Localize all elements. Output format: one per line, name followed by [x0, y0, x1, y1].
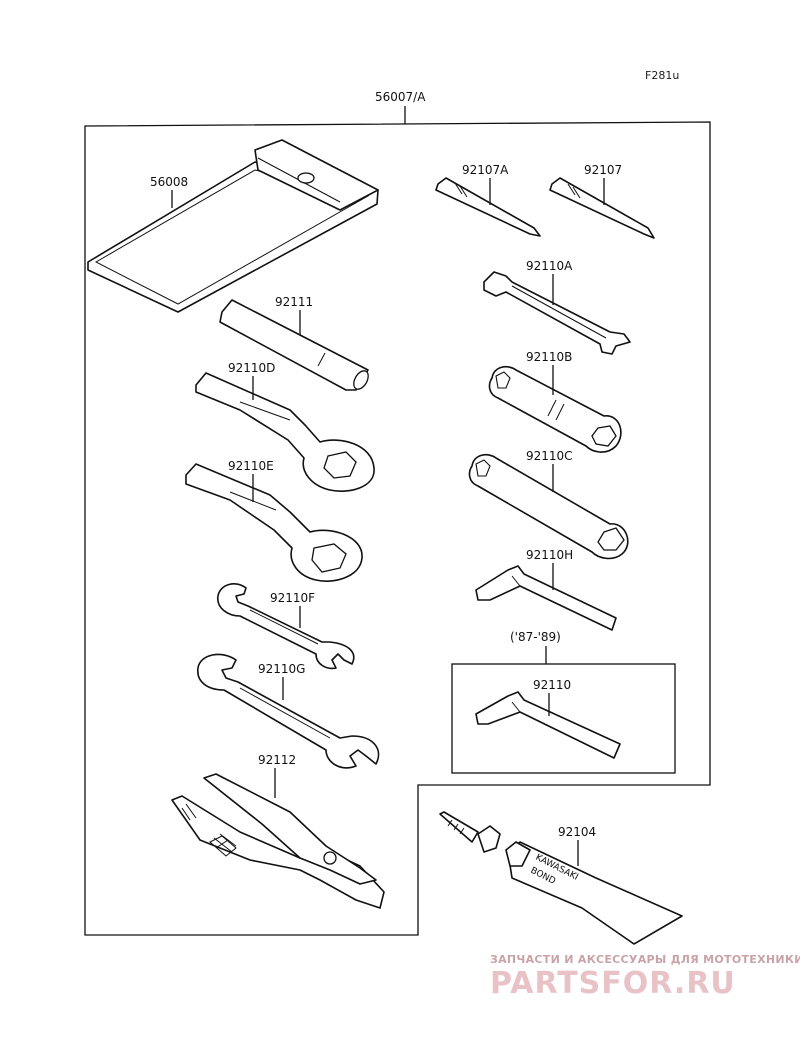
bond-nozzle — [439, 811, 501, 853]
label-hex-key-h: 92110H — [526, 548, 573, 562]
screwdriver-a — [435, 177, 541, 237]
watermark-tagline: ЗАПЧАСТИ И АКСЕССУАРЫ ДЛЯ МОТОТЕХНИКИ — [490, 953, 800, 966]
bond-tube: KAWASAKI BOND — [505, 841, 683, 945]
socket-wrench-c — [468, 453, 629, 560]
label-socket-wrench-c: 92110C — [526, 449, 573, 463]
screwdriver — [549, 177, 655, 239]
label-years: ('87-'89) — [510, 630, 561, 644]
ring-wrench-d — [195, 372, 375, 492]
socket-wrench-b — [488, 365, 622, 453]
label-ring-wrench-e: 92110E — [228, 459, 274, 473]
handle-bar — [219, 299, 369, 391]
label-assembly: 56007/A — [375, 90, 426, 104]
pliers — [171, 773, 385, 909]
label-open-wrench-g: 92110G — [258, 662, 305, 676]
label-ring-wrench-d: 92110D — [228, 361, 275, 375]
ring-wrench-e — [185, 463, 363, 582]
label-hex-key: 92110 — [533, 678, 571, 692]
label-pliers: 92112 — [258, 753, 296, 767]
reference-code: F281u — [645, 69, 679, 82]
label-screwdriver: 92107 — [584, 163, 622, 177]
open-wrench-g — [197, 653, 380, 769]
hex-key — [475, 691, 621, 759]
variant-box — [451, 663, 676, 774]
open-wrench-f — [217, 583, 355, 670]
watermark-brand: PARTSFOR.RU — [490, 966, 736, 1001]
label-flat-wrench: 92110A — [526, 259, 573, 273]
tool-case — [87, 139, 379, 313]
label-socket-wrench-b: 92110B — [526, 350, 572, 364]
flat-wrench — [483, 271, 631, 355]
hex-key-h — [475, 565, 617, 631]
label-bond-tube: 92104 — [558, 825, 596, 839]
label-case: 56008 — [150, 175, 188, 189]
assembly-frame — [84, 121, 711, 936]
label-handle-bar: 92111 — [275, 295, 313, 309]
label-screwdriver-a: 92107A — [462, 163, 509, 177]
label-open-wrench-f: 92110F — [270, 591, 315, 605]
